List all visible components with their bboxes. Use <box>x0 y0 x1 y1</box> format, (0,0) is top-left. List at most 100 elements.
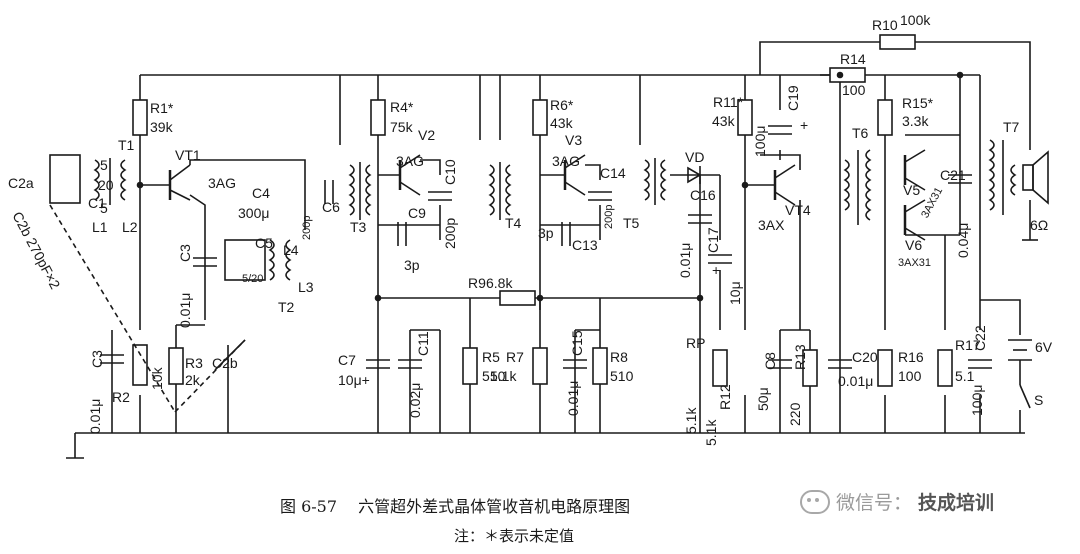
r7-body <box>532 347 548 385</box>
label-c21: C21 <box>940 167 966 183</box>
label-c19: C19 <box>785 85 801 111</box>
r4-body <box>370 99 386 136</box>
r14-body <box>829 67 866 83</box>
r6-body <box>532 99 548 136</box>
label-c9: C9 <box>408 205 426 221</box>
label-r12: R12 <box>717 384 733 410</box>
label-vd: VD <box>685 149 704 165</box>
label-c2a: C2a <box>8 175 34 191</box>
wechat-icon <box>800 489 830 514</box>
label-l3: L3 <box>298 279 314 295</box>
label-c19-plus: + <box>800 117 808 133</box>
r3-body <box>168 347 184 385</box>
watermark-brand: 技成培训 <box>918 492 995 514</box>
label-c20-val: 0.01μ <box>838 373 873 389</box>
figure-title: 六管超外差式晶体管收音机电路原理图 <box>358 497 631 516</box>
label-l4: L4 <box>283 242 299 258</box>
label-v3: V3 <box>565 132 582 148</box>
r8-body <box>592 347 608 385</box>
label-c10: C10 <box>442 159 458 185</box>
label-c3b: C3 <box>89 350 105 368</box>
label-r11: R11* <box>713 94 744 110</box>
figure-note: 注：＊表示未定值 <box>454 527 575 545</box>
label-r5: R5 <box>482 349 500 365</box>
watermark-text: 微信号： <box>836 492 913 514</box>
label-turns-20: 20 <box>98 177 114 193</box>
label-r11-val: 43k <box>712 113 736 129</box>
label-r17: R17 <box>955 337 981 353</box>
label-speaker: 6Ω <box>1030 217 1048 233</box>
label-r16: R16 <box>898 349 924 365</box>
label-turns-5a: 5 <box>100 157 108 173</box>
label-v2-type: 3AG <box>396 153 424 169</box>
label-r14-val: 100 <box>842 82 866 98</box>
label-v6: V6 <box>905 237 922 253</box>
label-rp: RP <box>686 335 705 351</box>
label-c16: C16 <box>690 187 716 203</box>
wiring <box>66 41 1038 459</box>
label-r10-val: 100k <box>900 12 931 28</box>
label-v2: V2 <box>418 127 435 143</box>
r9-body <box>499 290 536 306</box>
label-c7-val: 10μ+ <box>338 372 370 388</box>
label-c1: C1 <box>88 195 106 211</box>
r1-body <box>132 99 148 136</box>
r2-body <box>132 344 148 386</box>
label-r6-val: 43k <box>550 115 574 131</box>
label-c7: C7 <box>338 352 356 368</box>
label-turns-5b: 5 <box>100 200 108 216</box>
label-v3-type: 3AG <box>552 153 580 169</box>
label-l1: L1 <box>92 219 108 235</box>
label-r3: R3 <box>185 355 203 371</box>
label-r1-val: 39k <box>150 119 174 135</box>
label-c3a: C3 <box>177 244 193 262</box>
label-r7: R7 <box>506 349 524 365</box>
label-c3a-val: 0.01μ <box>177 293 193 328</box>
r16-body <box>877 349 893 387</box>
label-r12-val: 5.1k <box>703 419 719 446</box>
r11-body <box>737 99 753 136</box>
label-r13-val: 220 <box>787 402 803 426</box>
label-c19-val: 100μ <box>752 126 768 157</box>
label-vt1-type: 3AG <box>208 175 236 191</box>
label-c6: C6 <box>322 199 340 215</box>
label-r13: R13 <box>792 344 808 370</box>
label-r15: R15* <box>902 95 934 111</box>
label-r8-val: 510 <box>610 368 634 384</box>
label-r2: R2 <box>112 389 130 405</box>
label-c22-val: 100μ <box>969 385 985 416</box>
label-r16-val: 100 <box>898 368 922 384</box>
label-r9-val: 6.8k <box>486 275 513 291</box>
label-v5-type: 3AX31 <box>919 185 945 220</box>
label-c13-val: 3p <box>538 225 554 241</box>
label-r3-val: 2k <box>185 372 201 388</box>
label-c9-val: 3p <box>404 257 420 273</box>
label-battery: 6V <box>1035 339 1053 355</box>
label-c11: C11 <box>415 331 431 356</box>
component-labels: C2a C2b 270pF×2 C1 5 20 5 L1 L2 T1 R1* 3… <box>8 12 1053 446</box>
label-r5-val: 510 <box>482 368 506 384</box>
r12-body <box>712 349 728 387</box>
label-v5: V5 <box>903 182 920 198</box>
label-c4: C4 <box>252 185 270 201</box>
label-c20: C20 <box>852 349 878 365</box>
label-c15-val: 0.01μ <box>565 381 581 416</box>
label-c22: C22 <box>972 325 988 351</box>
label-t2: T2 <box>278 299 295 315</box>
label-r8: R8 <box>610 349 628 365</box>
label-r10: R10 <box>872 17 898 33</box>
label-r14: R14 <box>840 51 866 67</box>
label-c6-val: 200p <box>301 216 313 240</box>
label-c5: C5 <box>255 235 273 251</box>
label-switch: S <box>1034 392 1043 408</box>
label-r7-val: 5.1k <box>490 368 517 384</box>
transformers <box>49 139 1049 409</box>
label-rp-val: 5.1k <box>683 407 699 434</box>
label-r15-val: 3.3k <box>902 113 929 129</box>
r13-body <box>802 349 818 387</box>
speaker-body <box>1022 164 1034 191</box>
figure-caption: 图 6-57 六管超外差式晶体管收音机电路原理图 <box>280 493 630 517</box>
label-t5: T5 <box>623 215 640 231</box>
label-c8: C8 <box>762 352 778 370</box>
